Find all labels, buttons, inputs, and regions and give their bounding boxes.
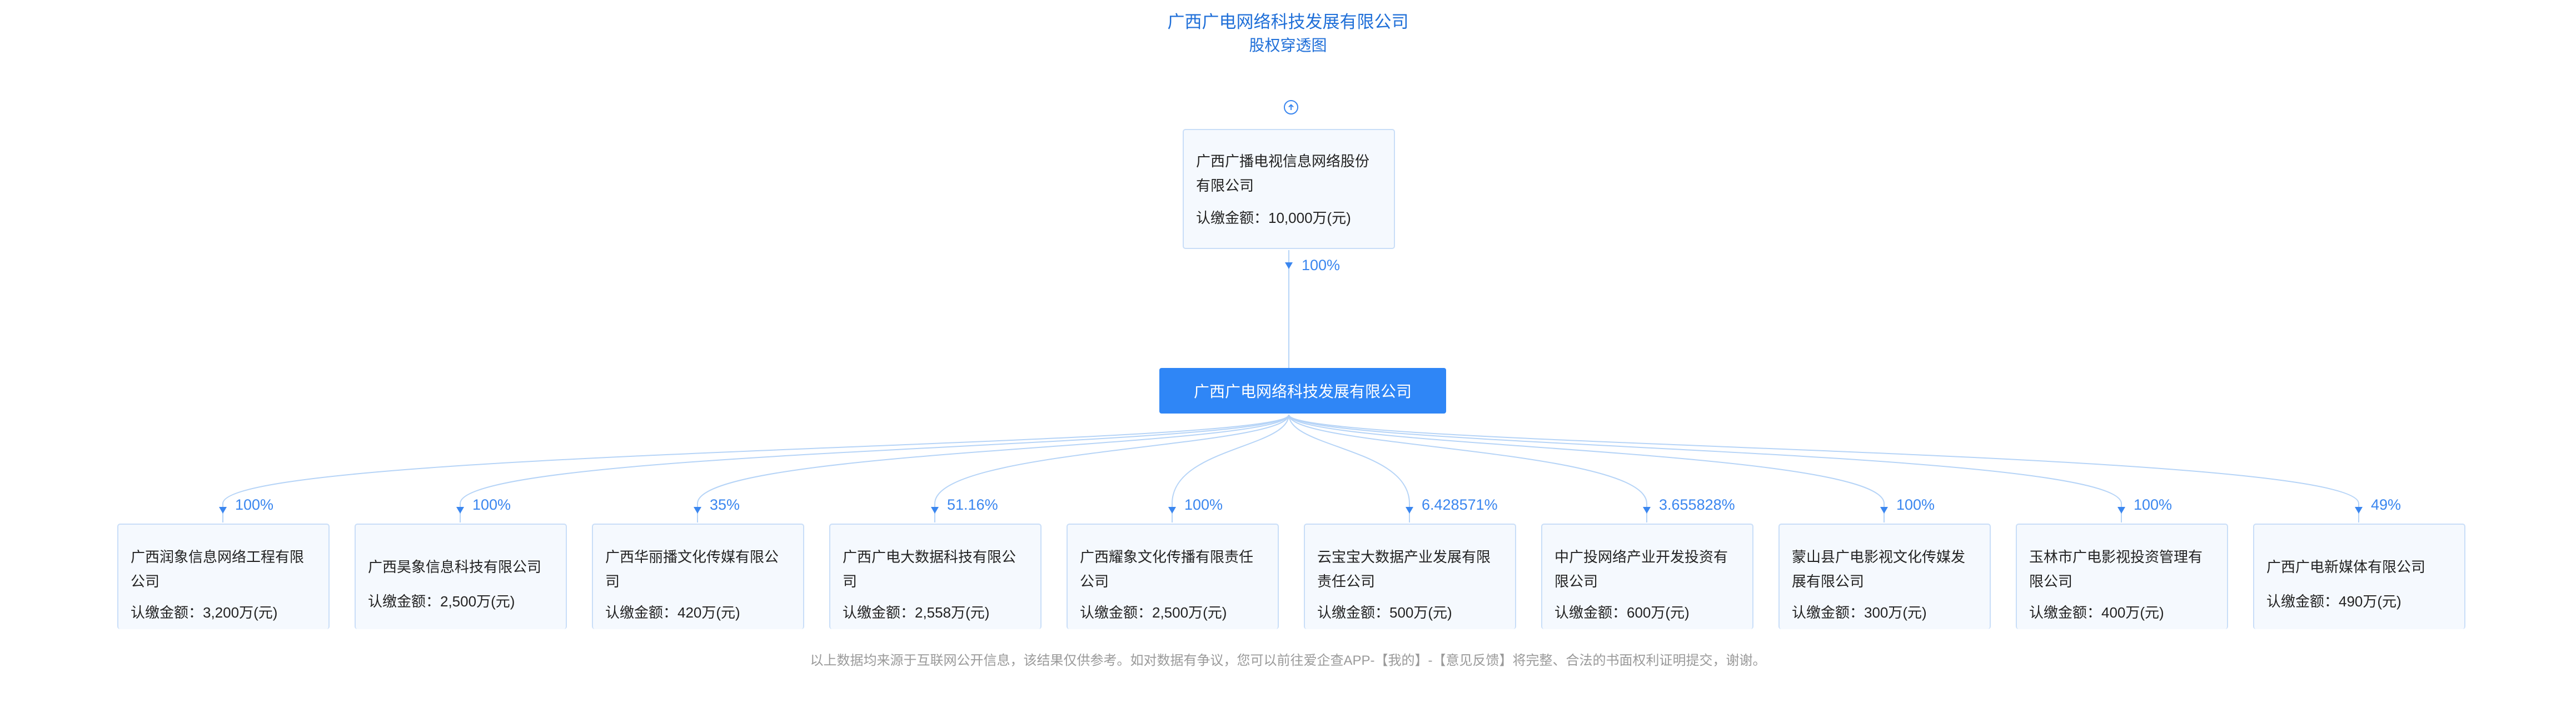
investment-card[interactable]: 云宝宝大数据产业发展有限责任公司认缴金额：500万(元) bbox=[1304, 524, 1516, 629]
investment-link bbox=[1288, 414, 2359, 522]
arrow-down-icon bbox=[1643, 507, 1651, 514]
investment-name-line1: 广西耀象文化传播有限责任 bbox=[1080, 549, 1254, 565]
investment-percent: 100% bbox=[2134, 496, 2173, 513]
investment-name-line1: 广西广电大数据科技有限公 bbox=[843, 549, 1017, 565]
investment-name-line1: 广西昊象信息科技有限公司 bbox=[368, 559, 542, 575]
investment-amount: 认缴金额：2,558万(元) bbox=[843, 604, 990, 621]
arrow-down-icon bbox=[1406, 507, 1413, 514]
investment-amount: 认缴金额：600万(元) bbox=[1554, 604, 1690, 621]
disclaimer-text: 以上数据均来源于互联网公开信息，该结果仅供参考。如对数据有争议，您可以前往爱企查… bbox=[810, 653, 1766, 668]
center-company-node[interactable]: 广西广电网络科技发展有限公司 bbox=[1159, 368, 1446, 414]
investment-name-line2: 司 bbox=[605, 573, 620, 590]
investment-name-line2: 限公司 bbox=[1554, 573, 1598, 590]
expand-shareholders-button[interactable] bbox=[1284, 100, 1298, 114]
arrow-down-icon bbox=[1168, 507, 1176, 514]
investment-percent: 3.655828% bbox=[1659, 496, 1735, 513]
investment-percent: 100% bbox=[1896, 496, 1935, 513]
investment-card[interactable]: 蒙山县广电影视文化传媒发展有限公司认缴金额：300万(元) bbox=[1778, 524, 1991, 629]
investment-link bbox=[1288, 414, 1885, 522]
arrow-down-icon bbox=[219, 507, 227, 514]
shareholder-percent: 100% bbox=[1302, 257, 1341, 273]
investment-name-line1: 中广投网络产业开发投资有 bbox=[1554, 549, 1728, 565]
investment-percent: 51.16% bbox=[947, 496, 998, 513]
chart-subtitle: 股权穿透图 bbox=[1249, 37, 1327, 54]
investment-card[interactable]: 广西广电大数据科技有限公司认缴金额：2,558万(元) bbox=[829, 524, 1042, 629]
arrow-down-icon bbox=[1880, 507, 1888, 514]
shareholder-name-line2: 有限公司 bbox=[1196, 177, 1254, 194]
investment-amount: 认缴金额：500万(元) bbox=[1317, 604, 1452, 621]
investment-name-line1: 玉林市广电影视投资管理有 bbox=[2029, 549, 2203, 565]
investment-amount: 认缴金额：2,500万(元) bbox=[368, 593, 515, 610]
arrow-down-icon bbox=[2117, 507, 2125, 514]
investment-percent: 100% bbox=[472, 496, 511, 513]
investment-link bbox=[1172, 414, 1289, 522]
investment-link bbox=[1288, 414, 1647, 522]
investment-card[interactable]: 中广投网络产业开发投资有限公司认缴金额：600万(元) bbox=[1541, 524, 1753, 629]
investment-card[interactable]: 广西润象信息网络工程有限公司认缴金额：3,200万(元) bbox=[117, 524, 330, 629]
investment-name-line1: 广西华丽播文化传媒有限公 bbox=[605, 549, 779, 565]
investment-amount: 认缴金额：300万(元) bbox=[1792, 604, 1927, 621]
investment-card[interactable]: 广西华丽播文化传媒有限公司认缴金额：420万(元) bbox=[592, 524, 804, 629]
investment-name-line1: 广西广电新媒体有限公司 bbox=[2266, 559, 2426, 575]
investment-name-line2: 限公司 bbox=[2029, 573, 2073, 590]
shareholder-amount: 认缴金额：10,000万(元) bbox=[1196, 210, 1351, 226]
investment-link bbox=[222, 414, 1289, 522]
investment-name-line1: 蒙山县广电影视文化传媒发 bbox=[1792, 549, 1966, 565]
arrow-down-icon bbox=[1285, 262, 1293, 269]
investment-link bbox=[697, 414, 1289, 522]
investment-link bbox=[1288, 414, 2122, 522]
investment-percent: 35% bbox=[710, 496, 740, 513]
investment-percent: 100% bbox=[235, 496, 274, 513]
arrow-up-circle-icon bbox=[1288, 104, 1294, 110]
investment-amount: 认缴金额：3,200万(元) bbox=[131, 604, 278, 621]
investment-percent: 100% bbox=[1184, 496, 1223, 513]
investment-link bbox=[1288, 414, 1410, 522]
investment-amount: 认缴金额：2,500万(元) bbox=[1080, 604, 1227, 621]
arrow-down-icon bbox=[931, 507, 939, 514]
investment-name-line2: 责任公司 bbox=[1317, 573, 1376, 590]
arrow-down-icon bbox=[2355, 507, 2363, 514]
arrow-down-icon bbox=[694, 507, 701, 514]
investment-percent: 6.428571% bbox=[1422, 496, 1498, 513]
shareholder-card[interactable]: 广西广播电视信息网络股份 有限公司 认缴金额：10,000万(元) bbox=[1183, 129, 1395, 249]
investment-name-line2: 司 bbox=[843, 573, 858, 590]
investment-card[interactable]: 广西昊象信息科技有限公司认缴金额：2,500万(元) bbox=[355, 524, 567, 629]
company-title[interactable]: 广西广电网络科技发展有限公司 bbox=[1167, 12, 1409, 32]
investment-card[interactable]: 玉林市广电影视投资管理有限公司认缴金额：400万(元) bbox=[2016, 524, 2228, 629]
investment-name-line1: 云宝宝大数据产业发展有限 bbox=[1317, 549, 1491, 565]
arrow-down-icon bbox=[456, 507, 464, 514]
investment-percent: 49% bbox=[2371, 496, 2401, 513]
investment-name-line2: 展有限公司 bbox=[1792, 573, 1865, 590]
investment-link bbox=[934, 414, 1289, 522]
shareholder-name-line1: 广西广播电视信息网络股份 bbox=[1196, 153, 1370, 170]
investment-name-line2: 公司 bbox=[131, 573, 160, 590]
investment-link bbox=[460, 414, 1289, 522]
investment-name-line1: 广西润象信息网络工程有限 bbox=[131, 549, 305, 565]
investment-amount: 认缴金额：490万(元) bbox=[2266, 593, 2401, 610]
investment-name-line2: 公司 bbox=[1080, 573, 1109, 590]
investment-card[interactable]: 广西广电新媒体有限公司认缴金额：490万(元) bbox=[2253, 524, 2465, 629]
investment-card[interactable]: 广西耀象文化传播有限责任公司认缴金额：2,500万(元) bbox=[1067, 524, 1279, 629]
investment-amount: 认缴金额：400万(元) bbox=[2029, 604, 2164, 621]
investment-amount: 认缴金额：420万(元) bbox=[605, 604, 740, 621]
